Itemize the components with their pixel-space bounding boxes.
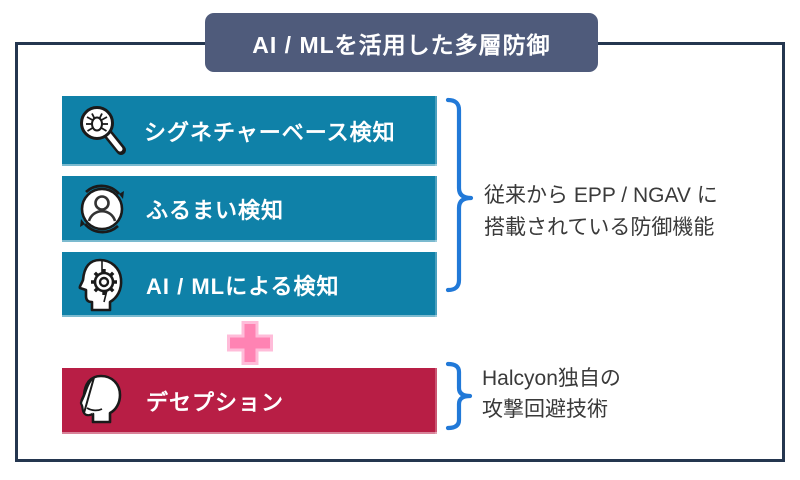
layer-ai-ml-detection: AI / MLによる検知 [62,252,437,317]
annotation-conventional: 従来から EPP / NGAV に 搭載されている防御機能 [484,180,718,244]
annotation-line: Halcyon独自の [482,367,621,390]
bracket-halcyon-icon [445,361,473,431]
plus-icon [227,321,273,365]
layer-label: シグネチャーベース検知 [144,120,396,145]
layer-signature-detection: シグネチャーベース検知 [62,96,437,166]
annotation-line: 従来から EPP / NGAV に [484,184,718,207]
layer-behavior-detection: ふるまい検知 [62,176,437,242]
bug-magnifier-icon [80,106,126,155]
annotation-line: 搭載されている防御機能 [484,216,715,239]
bracket-conventional-icon [445,97,474,293]
diagram-title: AI / MLを活用した多層防御 [205,13,598,72]
annotation-line: 攻撃回避技術 [482,398,608,421]
layer-label: AI / MLによる検知 [146,273,340,299]
diagram-title-label: AI / MLを活用した多層防御 [252,31,551,58]
ai-head-gear-icon [78,258,123,311]
layer-label: ふるまい検知 [146,198,285,223]
layer-label: デセプション [146,390,285,415]
annotation-halcyon: Halcyon独自の 攻撃回避技術 [482,363,621,425]
user-cycle-icon [80,184,124,234]
mask-face-icon [79,374,122,424]
layer-deception: デセプション [62,368,437,434]
